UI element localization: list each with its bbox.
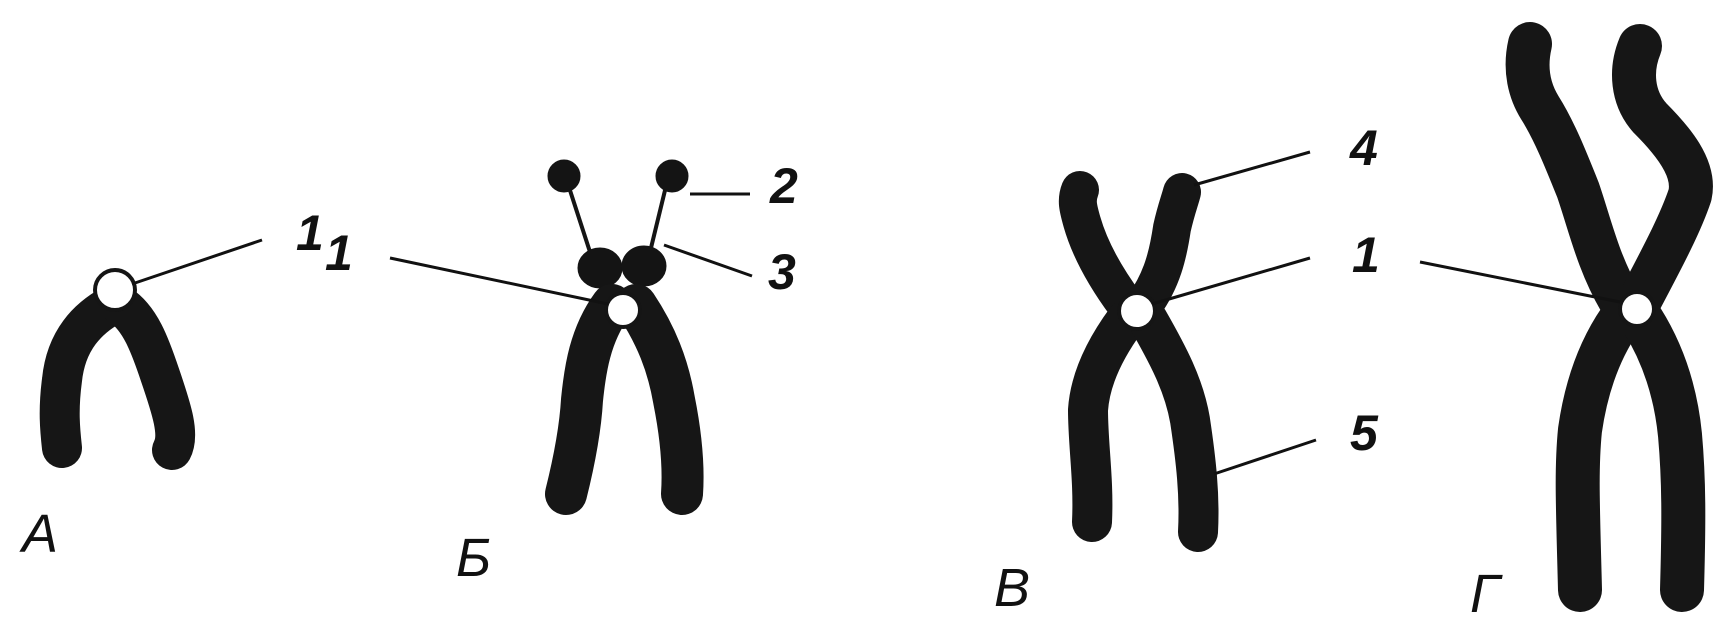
chromosome-a-left-arm <box>60 305 112 448</box>
chromosome-b-left-satellite <box>548 160 580 192</box>
label-b-secondary-constriction: 3 <box>768 244 796 300</box>
chromosome-b-centromere <box>606 293 640 327</box>
letter-g: Г <box>1470 564 1503 617</box>
label-a-centromere: 1 <box>296 205 324 261</box>
chromosome-g-right-lower-arm <box>1642 320 1683 590</box>
letter-a: А <box>19 504 58 564</box>
chromosome-b-right-satellite <box>656 160 688 192</box>
chromosome-g <box>1528 44 1691 590</box>
letter-b: Б <box>456 528 491 588</box>
leader-v-5 <box>1214 440 1316 474</box>
label-b-centromere: 1 <box>325 225 353 281</box>
chromosome-v-right-short-arm <box>1144 192 1182 305</box>
chromosome-b <box>548 160 688 494</box>
chromosome-g-centromere <box>1620 292 1654 326</box>
chromosome-v-right-long-arm <box>1148 320 1199 532</box>
leader-b-1 <box>390 258 608 304</box>
label-v-short-arm: 4 <box>1349 120 1378 176</box>
chromosome-a-right-arm <box>120 305 175 450</box>
leader-b-3 <box>664 245 752 276</box>
chromosome-a-centromere <box>95 270 135 310</box>
chromosome-v-centromere <box>1119 293 1155 329</box>
leader-a-1 <box>132 240 262 284</box>
label-v-centromere: 1 <box>1352 227 1380 283</box>
leader-v-4 <box>1194 152 1310 185</box>
chromosome-b-right-long-arm <box>636 305 683 494</box>
letter-v: В <box>994 558 1030 617</box>
chromosome-g-left-upper-arm <box>1528 44 1620 300</box>
label-v-long-arm: 5 <box>1350 405 1379 461</box>
chromosome-a <box>60 270 176 450</box>
chromosome-v <box>1078 190 1199 532</box>
chromosome-g-left-lower-arm <box>1578 320 1620 590</box>
chromosome-v-left-short-arm <box>1078 190 1126 305</box>
chromosome-v-left-long-arm <box>1088 320 1126 522</box>
chromosome-b-left-long-arm <box>566 305 612 494</box>
chromosome-b-left-short-arm <box>578 248 622 288</box>
label-b-satellite: 2 <box>769 158 798 214</box>
chromosome-b-right-short-arm <box>622 246 666 286</box>
chromosome-g-right-upper-arm <box>1634 46 1691 300</box>
